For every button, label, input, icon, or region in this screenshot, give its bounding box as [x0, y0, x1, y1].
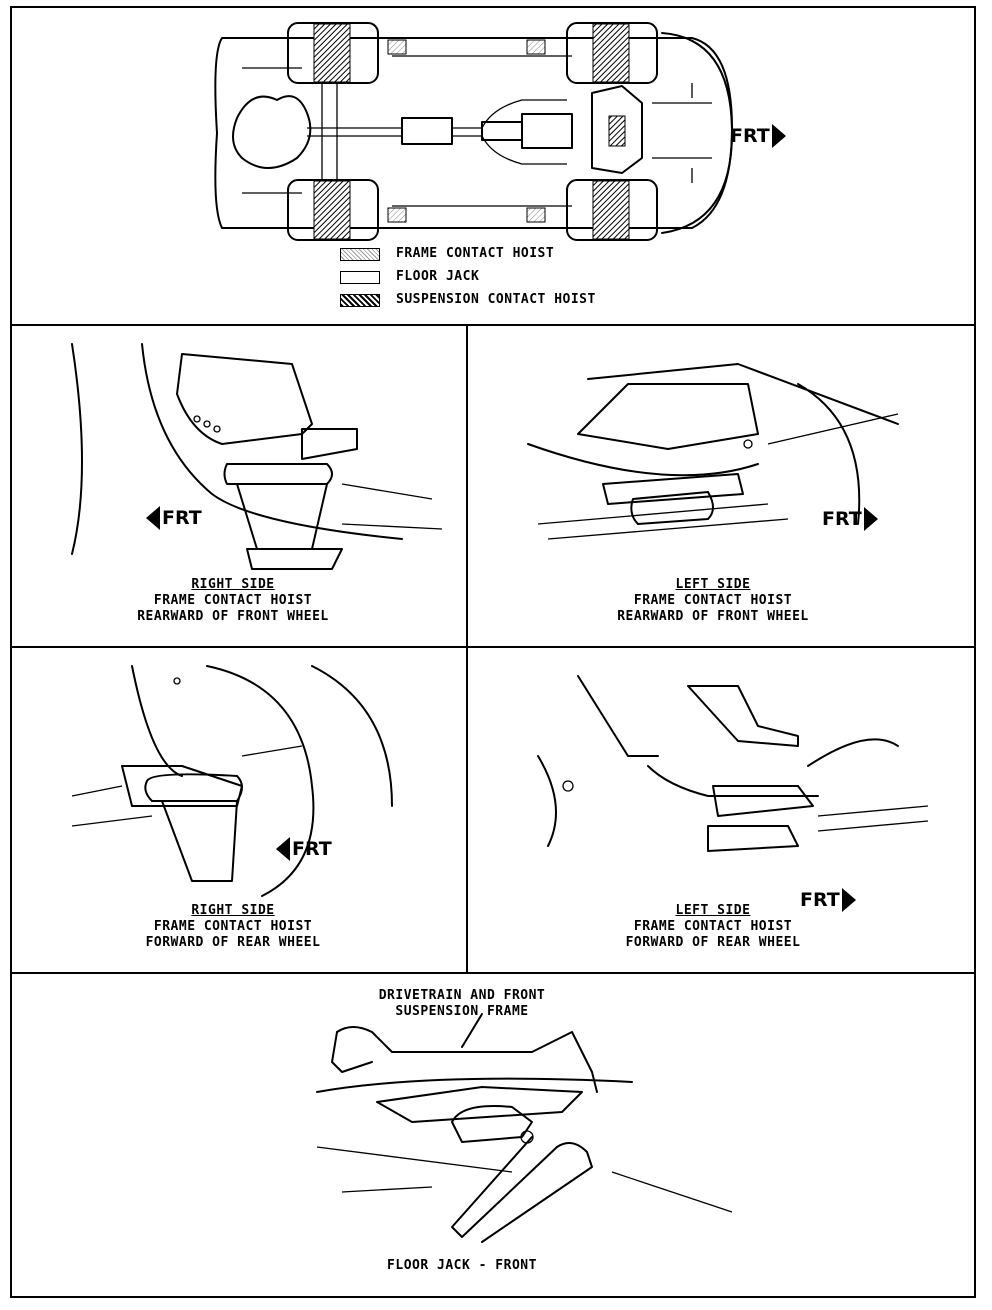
- side-label: RIGHT SIDE: [191, 577, 275, 592]
- panel-caption: RIGHT SIDE FRAME CONTACT HOIST REARWARD …: [12, 577, 454, 625]
- caption-line: FRAME CONTACT HOIST: [633, 919, 793, 934]
- callout-line: DRIVETRAIN AND FRONT: [378, 988, 546, 1003]
- divider-bottom: [12, 972, 974, 974]
- frt-label: FRT: [292, 838, 332, 860]
- arrow-right-icon: [841, 888, 856, 912]
- caption-line: FRAME CONTACT HOIST: [153, 919, 313, 934]
- side-label: LEFT SIDE: [675, 903, 751, 918]
- arrow-left-icon: [276, 837, 290, 861]
- legend-label: FLOOR JACK: [396, 269, 480, 284]
- panel-right-front: FRT RIGHT SIDE FRAME CONTACT HOIST REARW…: [12, 324, 466, 644]
- divider-top: [12, 324, 974, 326]
- panel-caption: LEFT SIDE FRAME CONTACT HOIST FORWARD OF…: [468, 903, 958, 951]
- callout-line: SUSPENSION FRAME: [395, 1004, 529, 1019]
- front-direction-indicator: FRT: [822, 507, 878, 531]
- frt-label: FRT: [162, 507, 202, 529]
- divider-middle: [12, 646, 974, 648]
- front-direction-indicator: FRT: [800, 888, 856, 912]
- front-direction-indicator: FRT: [146, 506, 202, 530]
- caption-line: FORWARD OF REAR WHEEL: [145, 935, 321, 950]
- front-direction-indicator: FRT: [730, 124, 786, 148]
- caption-line: REARWARD OF FRONT WHEEL: [617, 609, 809, 624]
- front-direction-indicator: FRT: [276, 837, 332, 861]
- legend-label: SUSPENSION CONTACT HOIST: [396, 292, 596, 307]
- panel-left-rear: FRT LEFT SIDE FRAME CONTACT HOIST FORWAR…: [468, 646, 974, 966]
- side-label: RIGHT SIDE: [191, 903, 275, 918]
- right-rear-illustration: [71, 665, 393, 897]
- arrow-right-icon: [863, 507, 878, 531]
- panel-left-front: FRT LEFT SIDE FRAME CONTACT HOIST REARWA…: [468, 324, 974, 644]
- suspension-hoist-swatch: [340, 294, 380, 307]
- panel-caption: FLOOR JACK - FRONT: [312, 1258, 612, 1274]
- right-front-illustration: [71, 343, 443, 570]
- caption-line: FRAME CONTACT HOIST: [153, 593, 313, 608]
- caption-line: FRAME CONTACT HOIST: [633, 593, 793, 608]
- caption-line: FORWARD OF REAR WHEEL: [625, 935, 801, 950]
- left-rear-illustration: [537, 675, 929, 852]
- overview-panel: FRT: [12, 8, 974, 322]
- frt-label: FRT: [822, 508, 862, 530]
- caption-line: FLOOR JACK - FRONT: [387, 1258, 537, 1273]
- divider-vertical: [466, 324, 468, 974]
- vehicle-underside-illustration: [214, 22, 733, 241]
- legend-label: FRAME CONTACT HOIST: [396, 246, 555, 261]
- caption-line: REARWARD OF FRONT WHEEL: [137, 609, 329, 624]
- side-label: LEFT SIDE: [675, 577, 751, 592]
- floor-jack-swatch: [340, 271, 380, 284]
- callout-label: DRIVETRAIN AND FRONT SUSPENSION FRAME: [312, 988, 612, 1020]
- arrow-left-icon: [146, 506, 160, 530]
- floor-jack-illustration: [316, 1013, 733, 1243]
- left-front-illustration: [527, 363, 899, 540]
- panel-floor-jack: DRIVETRAIN AND FRONT SUSPENSION FRAME FL…: [12, 972, 974, 1296]
- panel-right-rear: FRT RIGHT SIDE FRAME CONTACT HOIST FORWA…: [12, 646, 466, 966]
- frt-label: FRT: [800, 889, 840, 911]
- frt-label: FRT: [730, 125, 770, 147]
- arrow-right-icon: [771, 124, 786, 148]
- diagram-sheet: [10, 6, 976, 1298]
- panel-caption: LEFT SIDE FRAME CONTACT HOIST REARWARD O…: [468, 577, 958, 625]
- frame-hoist-swatch: [340, 248, 380, 261]
- panel-caption: RIGHT SIDE FRAME CONTACT HOIST FORWARD O…: [12, 903, 454, 951]
